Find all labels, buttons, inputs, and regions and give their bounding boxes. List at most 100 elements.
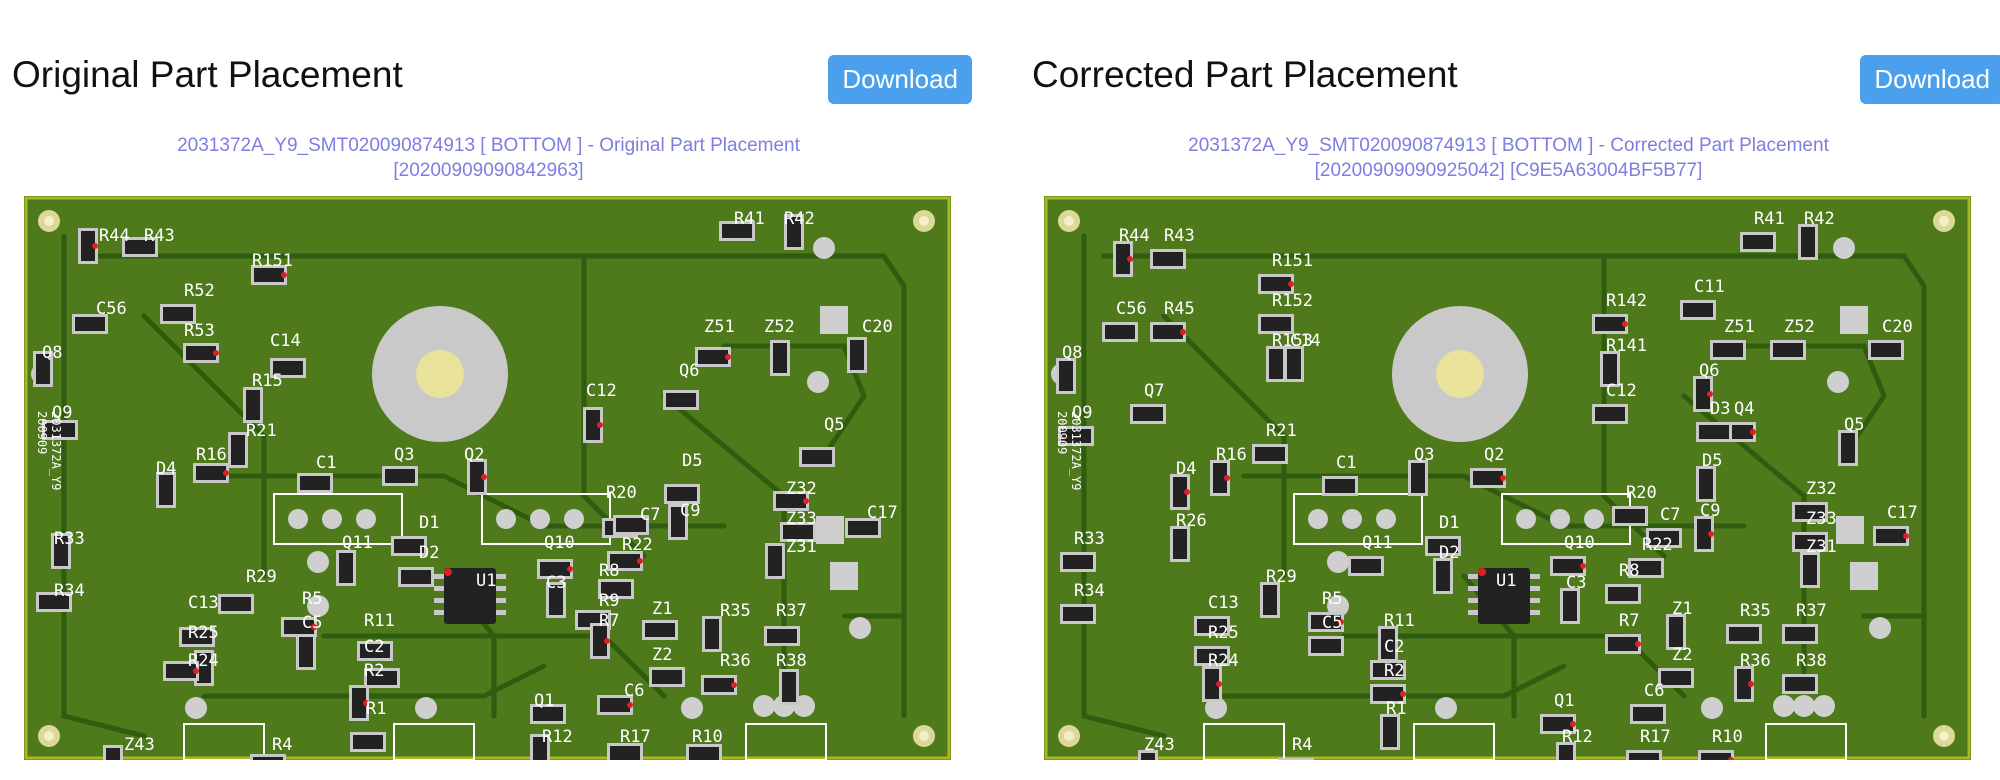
silkscreen-label: R36 xyxy=(1740,651,1771,671)
silkscreen-label: C3 xyxy=(1566,573,1586,593)
silkscreen-label: R25 xyxy=(188,623,219,643)
silkscreen-label: C13 xyxy=(188,593,219,613)
component-body xyxy=(1795,535,1825,549)
polarity-marker xyxy=(637,558,643,564)
silkscreen-label: Q2 xyxy=(1484,445,1504,465)
component-body xyxy=(1795,505,1825,519)
component-body xyxy=(1063,555,1093,569)
silkscreen-label: Q3 xyxy=(1414,445,1434,465)
silkscreen-label: R29 xyxy=(1266,567,1297,587)
component-body xyxy=(231,435,245,465)
polarity-marker xyxy=(731,682,737,688)
large-round-pad-center xyxy=(1436,350,1484,398)
component-body xyxy=(1269,349,1283,379)
polarity-marker xyxy=(213,350,219,356)
component-body xyxy=(1473,471,1503,485)
caption-line-2[interactable]: [20200909090842963] xyxy=(393,160,584,181)
square-pad xyxy=(830,562,858,590)
component-body xyxy=(767,629,797,643)
circuit-trace xyxy=(1101,253,1927,719)
corrected-placement-panel: Corrected Part Placement Download 203137… xyxy=(1032,0,2000,780)
header-outline xyxy=(393,723,475,760)
component-body xyxy=(1563,591,1577,621)
silkscreen-label: C14 xyxy=(270,331,301,351)
silkscreen-label: Z1 xyxy=(652,599,672,619)
component-body xyxy=(1553,559,1583,573)
component-body xyxy=(776,494,806,508)
component-body xyxy=(1105,325,1135,339)
round-pad xyxy=(1827,371,1849,393)
silkscreen-label: R5 xyxy=(1322,589,1342,609)
polarity-marker xyxy=(803,498,809,504)
header-outline xyxy=(1765,723,1847,760)
component-body xyxy=(125,240,155,254)
round-pad xyxy=(185,697,207,719)
caption-line-2[interactable]: [20200909090925042] [C9E5A63004BF5B77] xyxy=(1314,160,1703,181)
polarity-marker xyxy=(1400,691,1406,697)
silkscreen-label: R45 xyxy=(1164,299,1195,319)
silkscreen-label: R44 xyxy=(1119,226,1150,246)
polarity-marker xyxy=(281,272,287,278)
component-body xyxy=(1669,617,1683,647)
component-body xyxy=(1785,677,1815,691)
round-pad xyxy=(1327,551,1349,573)
caption-line-1[interactable]: 2031372A_Y9_SMT020090874913 [ BOTTOM ] -… xyxy=(177,135,800,156)
mounting-hole-center xyxy=(1939,731,1949,741)
board-caption[interactable]: 2031372A_Y9_SMT020090874913 [ BOTTOM ] -… xyxy=(26,133,951,183)
component-body xyxy=(352,688,366,718)
component-body xyxy=(705,619,719,649)
component-body xyxy=(1697,519,1711,549)
board-outline xyxy=(24,196,951,760)
silkscreen-label: R10 xyxy=(692,727,723,747)
silkscreen-label: C6 xyxy=(1644,681,1664,701)
round-pad xyxy=(1435,697,1457,719)
silkscreen-label: C12 xyxy=(586,381,617,401)
silkscreen-label: R52 xyxy=(184,281,215,301)
component-body xyxy=(1649,531,1679,545)
component-body xyxy=(1629,753,1659,760)
polarity-marker xyxy=(1708,531,1714,537)
component-body xyxy=(787,217,801,247)
circuit-trace xyxy=(1601,253,1667,559)
polarity-marker xyxy=(1180,329,1186,335)
ic-pin xyxy=(434,610,444,615)
silkscreen-label: C5 xyxy=(1322,613,1342,633)
silkscreen-label: R33 xyxy=(54,529,85,549)
silkscreen-label: C2 xyxy=(364,637,384,657)
round-pad xyxy=(813,237,835,259)
component-body xyxy=(186,346,216,360)
download-button[interactable]: Download xyxy=(828,55,972,104)
download-button[interactable]: Download xyxy=(1860,55,2000,104)
silkscreen-label: Z2 xyxy=(652,645,672,665)
component-body xyxy=(1059,361,1073,391)
panel-title: Corrected Part Placement xyxy=(1032,54,1458,95)
component-body xyxy=(1696,379,1710,409)
silkscreen-label: Q5 xyxy=(1844,415,1864,435)
component-body xyxy=(1197,649,1227,663)
component-body xyxy=(666,393,696,407)
silkscreen-label: R41 xyxy=(1754,209,1785,229)
polarity-marker xyxy=(1216,681,1222,687)
silkscreen-label: R38 xyxy=(1796,651,1827,671)
silkscreen-label: R7 xyxy=(1619,611,1639,631)
silkscreen-label: R21 xyxy=(246,421,277,441)
component-body xyxy=(1803,555,1817,585)
caption-line-1[interactable]: 2031372A_Y9_SMT020090874913 [ BOTTOM ] -… xyxy=(1188,135,1829,156)
silkscreen-label: R17 xyxy=(1640,727,1671,747)
component-body xyxy=(1325,479,1355,493)
component-body xyxy=(689,747,719,760)
board-caption[interactable]: 2031372A_Y9_SMT020090874913 [ BOTTOM ] -… xyxy=(1046,133,1971,183)
silkscreen-label: C2 xyxy=(1384,637,1404,657)
component-body xyxy=(254,268,284,282)
silkscreen-label: Q4 xyxy=(1734,399,1754,419)
silkscreen-label: C11 xyxy=(1694,277,1725,297)
silkscreen-label: R4 xyxy=(272,735,292,755)
silkscreen-label: C12 xyxy=(1606,381,1637,401)
component-pads xyxy=(1278,758,1314,760)
silkscreen-label: R10 xyxy=(1712,727,1743,747)
component-body xyxy=(1608,587,1638,601)
ic-pin xyxy=(1468,586,1478,591)
component-body xyxy=(1153,325,1183,339)
component-body xyxy=(1116,244,1130,274)
component-body xyxy=(1603,354,1617,384)
